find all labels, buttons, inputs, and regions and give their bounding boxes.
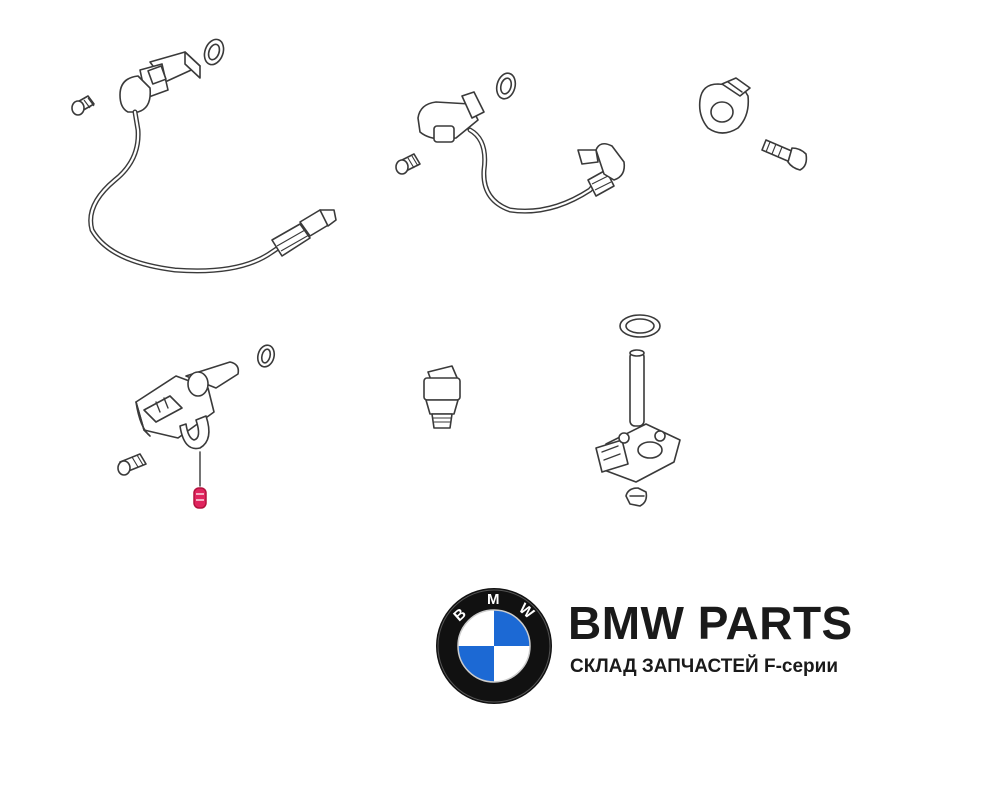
position-sensor[interactable]: [117, 343, 277, 509]
camshaft-sensor-with-cable[interactable]: [395, 71, 626, 214]
knock-sensor[interactable]: [698, 77, 808, 171]
bmw-logo-icon: B M W: [436, 588, 552, 704]
brand-title: BMW PARTS: [568, 597, 853, 649]
oil-pressure-switch[interactable]: [423, 365, 461, 429]
brand-subtitle: СКЛАД ЗАПЧАСТЕЙ F-серии: [570, 656, 839, 677]
svg-text:M: M: [487, 591, 500, 608]
crankshaft-sensor-with-cable[interactable]: [71, 37, 337, 274]
oil-level-sensor[interactable]: [595, 314, 681, 507]
highlighted-part[interactable]: [193, 487, 207, 509]
